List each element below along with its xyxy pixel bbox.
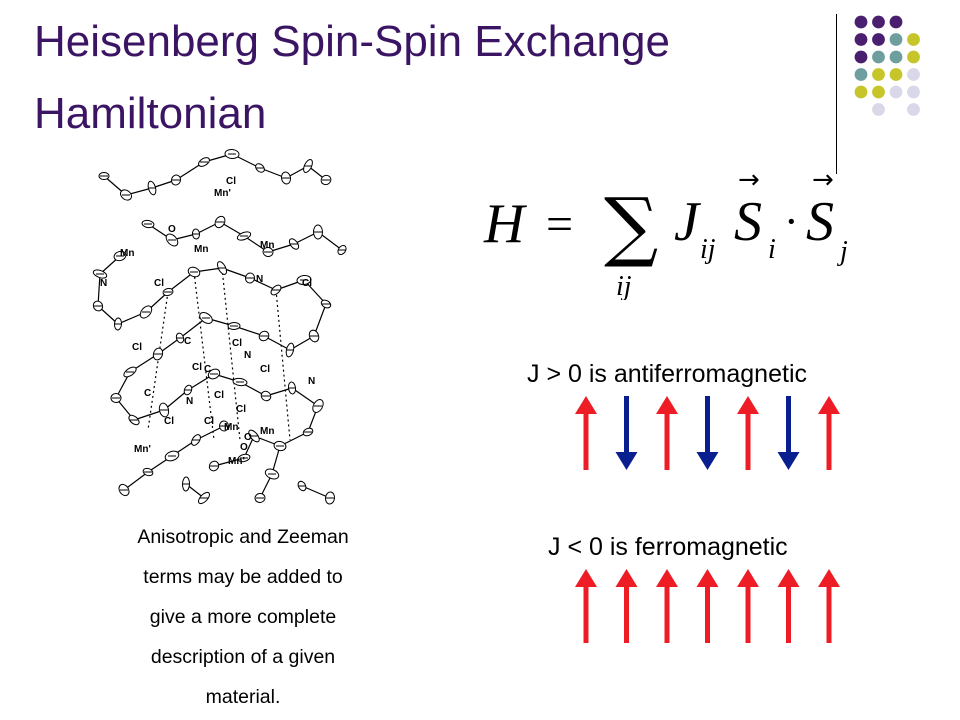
antiferromagnetic-spin-arrows (575, 396, 840, 470)
svg-text:Cl: Cl (236, 404, 246, 415)
formula-spin-i-sub: i (768, 234, 776, 265)
decorative-dot (907, 103, 920, 116)
decorative-dot (872, 68, 885, 81)
hamiltonian-formula: H = ∑ ij J ij → S i · → S j (483, 165, 848, 300)
svg-text:Cl: Cl (260, 364, 270, 375)
decorative-dot (854, 15, 868, 29)
formula-spin-j-sub: j (837, 236, 848, 267)
svg-text:Mn: Mn (260, 240, 274, 251)
svg-text:Cl: Cl (132, 342, 142, 353)
caption-line: give a more complete (149, 606, 337, 628)
spin-up-arrow-icon (575, 569, 597, 643)
spin-down-arrow-icon (777, 396, 800, 470)
formula-coupling-sub: ij (700, 234, 716, 265)
title-line-1: Heisenberg Spin-Spin Exchange (34, 17, 670, 66)
svg-text:Mn': Mn' (134, 444, 151, 455)
decorative-divider (836, 14, 837, 174)
decorative-dot (854, 50, 868, 64)
svg-text:Cl: Cl (226, 176, 236, 187)
decorative-dot (889, 50, 903, 64)
caption-text: Anisotropic and Zeeman terms may be adde… (84, 517, 402, 717)
formula-spin-j: S (806, 191, 834, 253)
spin-up-arrow-icon (615, 569, 638, 643)
formula-sum: ∑ (604, 181, 658, 270)
decorative-dot (872, 50, 885, 64)
caption-line: terms may be added to (143, 566, 343, 588)
svg-text:Mn: Mn (120, 248, 134, 259)
vector-arrow-icon: → (738, 165, 760, 195)
spin-down-arrow-icon (696, 396, 719, 470)
decorative-dot (854, 33, 868, 46)
svg-text:Cl: Cl (192, 362, 202, 373)
decorative-dot (854, 85, 868, 99)
antiferromagnetic-label: J > 0 is antiferromagnetic (527, 360, 807, 388)
formula-lhs: H (483, 193, 527, 255)
decorative-dot (889, 68, 903, 81)
caption-line: description of a given (150, 646, 336, 668)
spin-down-arrow-icon (615, 396, 638, 470)
svg-text:O: O (168, 224, 176, 235)
svg-text:O: O (244, 432, 252, 443)
formula-sum-index: ij (616, 271, 632, 300)
ferromagnetic-label: J < 0 is ferromagnetic (548, 533, 788, 561)
decorative-dot (889, 85, 903, 99)
slide-title: Heisenberg Spin-Spin Exchange Hamiltonia… (34, 6, 814, 150)
spin-up-arrow-icon (737, 569, 759, 643)
decorative-dot (907, 68, 920, 81)
spin-up-arrow-icon (656, 569, 678, 643)
spin-up-arrow-icon (575, 396, 597, 470)
title-line-2: Hamiltonian (34, 89, 267, 138)
formula-spin-i: S (734, 191, 762, 253)
decorative-dot (907, 50, 920, 64)
decorative-dot (872, 85, 885, 99)
svg-text:Mn': Mn' (228, 456, 245, 467)
svg-text:Mn: Mn (260, 426, 274, 437)
decorative-dot (907, 85, 920, 99)
svg-text:Mn: Mn (194, 244, 208, 255)
svg-text:N: N (256, 274, 263, 285)
svg-text:C: C (184, 336, 191, 347)
spin-up-arrow-icon (737, 396, 759, 470)
svg-text:Cl: Cl (232, 338, 242, 349)
caption-line: Anisotropic and Zeeman (137, 526, 349, 548)
svg-text:C: C (204, 364, 211, 375)
caption-line: material. (205, 686, 281, 708)
decorative-dot (854, 68, 868, 81)
decorative-dot (889, 15, 903, 29)
svg-text:Cl: Cl (154, 278, 164, 289)
svg-text:O: O (240, 442, 248, 453)
spin-up-arrow-icon (818, 396, 840, 470)
decorative-dot (872, 15, 885, 29)
spin-up-arrow-icon (696, 569, 719, 643)
spin-up-arrow-icon (777, 569, 800, 643)
svg-text:N: N (244, 350, 251, 361)
decorative-dot (889, 33, 903, 46)
decorative-dot (872, 103, 885, 116)
decorative-dot (872, 33, 885, 46)
svg-text:Cl: Cl (164, 416, 174, 427)
svg-text:N: N (308, 376, 315, 387)
spin-up-arrow-icon (656, 396, 678, 470)
formula-coupling: J (674, 191, 702, 253)
formula-dot: · (784, 197, 799, 246)
decorative-dot-grid (854, 15, 920, 116)
svg-text:Cl: Cl (302, 278, 312, 289)
decorative-dot (907, 33, 920, 46)
vector-arrow-icon: → (812, 165, 834, 195)
formula-equals: = (546, 198, 573, 251)
svg-text:C: C (144, 388, 151, 399)
spin-up-arrow-icon (818, 569, 840, 643)
ferromagnetic-spin-arrows (575, 569, 840, 643)
svg-text:Cl: Cl (214, 390, 224, 401)
svg-text:N: N (186, 396, 193, 407)
svg-text:N: N (100, 278, 107, 289)
svg-text:Cl: Cl (204, 416, 214, 427)
svg-text:Mn: Mn (224, 422, 238, 433)
svg-text:Mn': Mn' (214, 188, 231, 199)
